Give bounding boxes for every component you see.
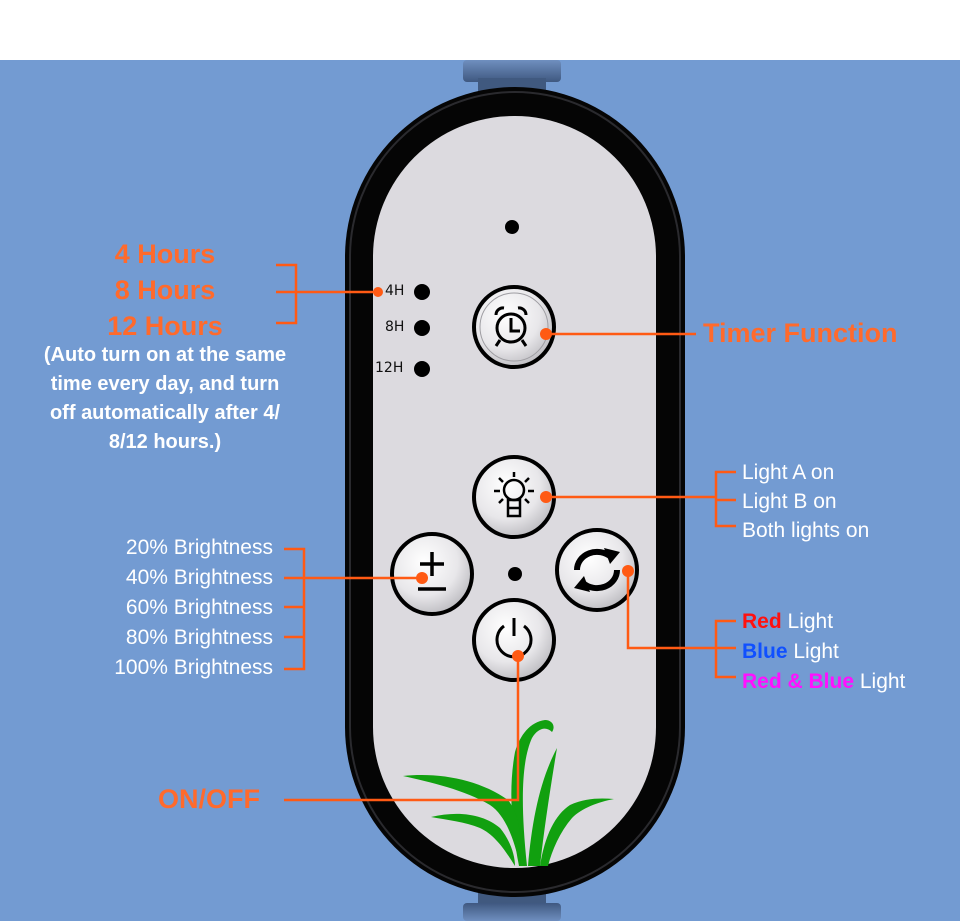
color-option-red: Red Light	[742, 607, 905, 637]
led-label-12h: 12H	[375, 360, 404, 376]
color-option-red-blue: Red & Blue Light	[742, 667, 905, 697]
timer-button[interactable]	[472, 285, 556, 369]
timer-option-8h: 8 Hours	[114, 275, 216, 305]
led-label-4h: 4H	[385, 283, 405, 299]
timer-note-line: (Auto turn on at the same	[43, 344, 287, 366]
color-word-red-blue: Red & Blue	[742, 670, 855, 693]
alarm-clock-icon	[494, 306, 528, 347]
brightness-option: 80% Brightness	[125, 626, 273, 649]
brightness-option: 40% Brightness	[125, 566, 273, 589]
light-mode-option: Both lights on	[742, 519, 870, 542]
plus-minus-icon	[418, 552, 446, 591]
light-mode-option: Light B on	[742, 490, 837, 513]
timer-options: 4 Hours 8 Hours 12 Hours	[40, 236, 290, 344]
light-mode-options: Light A on Light B on Both lights on	[742, 458, 869, 545]
timer-option-12h: 12 Hours	[107, 311, 223, 341]
color-option-blue: Blue Light	[742, 637, 905, 667]
color-suffix: Light	[781, 610, 834, 633]
color-cycle-button[interactable]	[555, 528, 639, 612]
timer-function-label: Timer Function	[703, 318, 898, 348]
brightness-option: 20% Brightness	[125, 536, 273, 559]
color-suffix: Light	[787, 640, 839, 663]
light-bulb-icon	[494, 472, 534, 518]
bottom-cable	[463, 893, 561, 921]
timer-note-line: time every day, and turn	[50, 373, 280, 395]
brightness-option: 60% Brightness	[125, 596, 273, 619]
light-mode-option: Light A on	[742, 461, 835, 484]
brightness-option: 100% Brightness	[114, 656, 273, 679]
color-options: Red Light Blue Light Red & Blue Light	[742, 607, 905, 697]
brightness-button[interactable]	[390, 532, 474, 616]
indicator-dot-center	[508, 567, 522, 581]
led-8h	[414, 320, 430, 336]
power-label: ON/OFF	[158, 784, 260, 814]
brightness-options: 20% Brightness 40% Brightness 60% Bright…	[60, 533, 273, 683]
led-label-8h: 8H	[385, 319, 405, 335]
callout-lines	[276, 263, 736, 802]
led-4h	[414, 284, 430, 300]
color-word-red: Red	[742, 610, 782, 633]
led-12h	[414, 361, 430, 377]
timer-note-line: off automatically after 4/	[49, 402, 281, 424]
color-word-blue: Blue	[742, 640, 788, 663]
plant-logo	[403, 720, 614, 866]
timer-note-line: 8/12 hours.)	[108, 431, 222, 453]
indicator-dot-top	[505, 220, 519, 234]
power-button[interactable]	[472, 598, 556, 682]
timer-note: (Auto turn on at the same time every day…	[10, 341, 320, 457]
color-suffix: Light	[854, 670, 906, 693]
callout-dots	[373, 287, 634, 662]
timer-option-4h: 4 Hours	[114, 239, 216, 269]
